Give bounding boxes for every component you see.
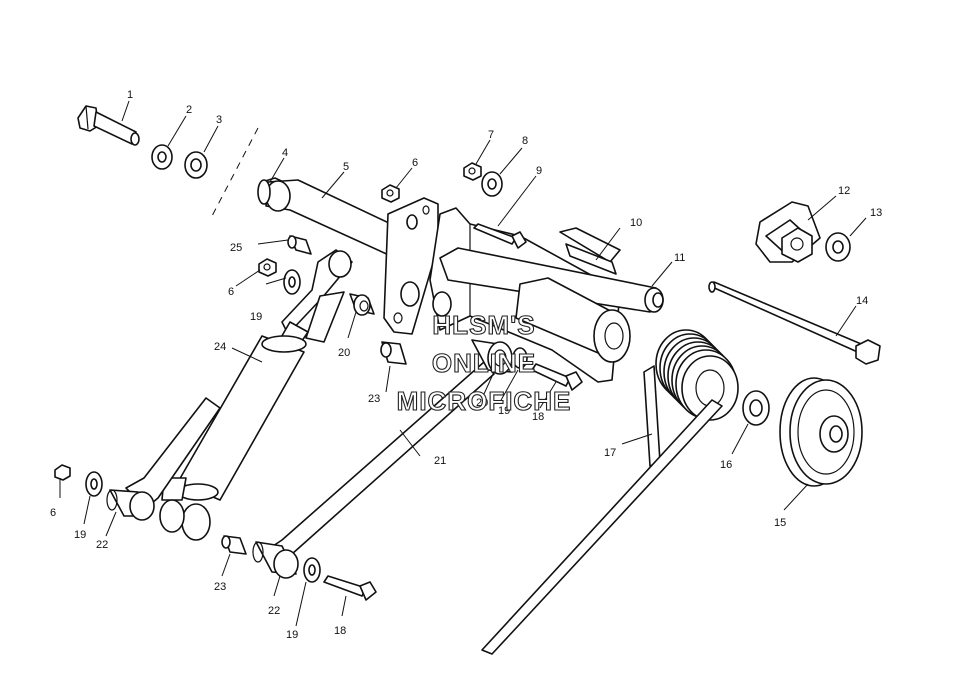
- part-22-lower-link-left: [106, 397, 221, 521]
- label-19-lower-left: 19: [74, 529, 86, 541]
- leader-lines: [59, 100, 867, 627]
- side-mount-plate: [383, 197, 439, 335]
- label-1: 1: [127, 89, 133, 101]
- label-23-middle: 23: [368, 393, 380, 405]
- label-10: 10: [630, 217, 642, 229]
- label-3: 3: [216, 114, 222, 126]
- label-5: 5: [343, 161, 349, 173]
- label-6-left: 6: [228, 286, 234, 298]
- part-2-washer: [151, 144, 173, 170]
- label-22-left: 22: [96, 539, 108, 551]
- label-7: 7: [488, 129, 494, 141]
- part-7-nut: [463, 162, 482, 181]
- part-25-bushing-upper: [287, 235, 312, 255]
- part-20-upper-link: [281, 249, 375, 343]
- label-22-right: 22: [268, 605, 280, 617]
- part-labels: 1 2 3 4 5 6 7 8 9 10 11 12 13 14 15 16 1…: [50, 89, 882, 641]
- watermark-line-1: HLSM'S: [432, 310, 535, 340]
- label-23-lower: 23: [214, 581, 226, 593]
- label-9: 9: [536, 165, 542, 177]
- part-19-washer-upper: [283, 269, 301, 295]
- label-6: 6: [412, 157, 418, 169]
- part-13-washer: [825, 232, 851, 262]
- label-12: 12: [838, 185, 850, 197]
- label-25: 25: [230, 242, 242, 254]
- part-18-bolt-middle: [531, 363, 583, 391]
- watermark-line-3: MICROFICHE: [397, 386, 572, 416]
- label-20-upper: 20: [338, 347, 350, 359]
- label-19-upper: 19: [250, 311, 262, 323]
- part-14-long-bolt: [708, 281, 881, 365]
- label-24: 24: [214, 341, 226, 353]
- part-19-washer-lower-right: [303, 557, 321, 583]
- part-6-nut-lower: [54, 464, 71, 481]
- part-6-nut-upper: [381, 184, 400, 203]
- label-11: 11: [674, 252, 685, 264]
- part-19-washer-middle: [512, 347, 528, 369]
- watermark-line-2: ONLINE: [432, 348, 536, 378]
- label-19-middle: 19: [498, 405, 510, 417]
- label-18-lower: 18: [334, 625, 346, 637]
- label-18-middle: 18: [532, 411, 544, 423]
- part-12-stop-block: [755, 201, 821, 263]
- label-21: 21: [434, 455, 446, 467]
- part-6-nut-left: [258, 258, 277, 277]
- part-16-washer: [742, 390, 770, 426]
- part-18-bolt-lower: [323, 575, 377, 601]
- part-3-washer: [184, 151, 208, 179]
- label-4: 4: [282, 147, 288, 159]
- label-19-lower-right: 19: [286, 629, 298, 641]
- part-19-washer-lower-left: [85, 471, 103, 497]
- part-23-bushing-middle: [380, 341, 407, 365]
- part-1-bolt: [77, 105, 140, 146]
- part-8-washer: [481, 171, 503, 197]
- label-8: 8: [522, 135, 528, 147]
- label-2: 2: [186, 104, 192, 116]
- part-22-lower-link-right: [252, 541, 299, 579]
- label-17: 17: [604, 447, 616, 459]
- label-15: 15: [774, 517, 786, 529]
- part-10-housing-boss: [515, 277, 631, 363]
- part-15-idler-wheel: [779, 377, 863, 487]
- watermark: HLSM'S ONLINE MICROFICHE: [396, 309, 572, 416]
- label-16: 16: [720, 459, 732, 471]
- label-14: 14: [856, 295, 868, 307]
- part-23-bushing-lower: [221, 535, 247, 555]
- part-24-shock-absorber: [159, 321, 309, 541]
- part-17-torsion-spring: [481, 329, 739, 655]
- label-20-middle: 20: [476, 397, 488, 409]
- label-13: 13: [870, 207, 882, 219]
- label-6-lower: 6: [50, 507, 56, 519]
- center-line: [211, 127, 259, 217]
- part-9-bolt: [473, 223, 527, 249]
